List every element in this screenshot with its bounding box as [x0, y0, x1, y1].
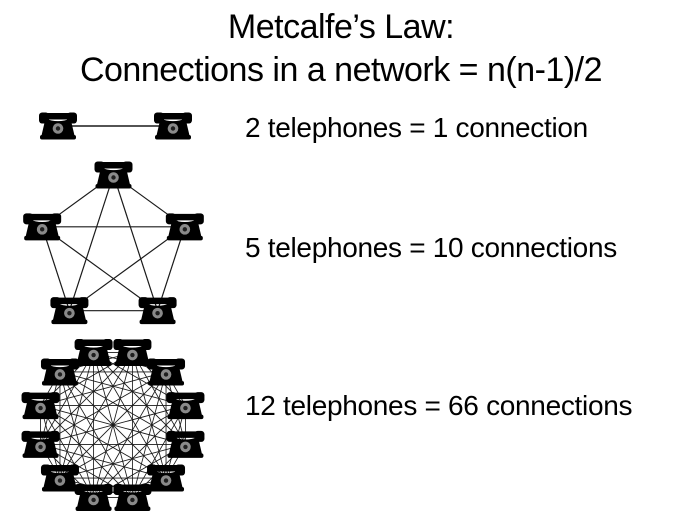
telephone-icon: [40, 464, 79, 492]
telephone-icon: [21, 392, 60, 420]
slide-title-line1: Metcalfe’s Law:: [227, 8, 455, 46]
telephone-icon: [74, 339, 113, 367]
network-diagram-2-telephones: [39, 112, 192, 140]
telephone-icon: [154, 112, 192, 140]
telephone-icon: [23, 213, 62, 241]
telephone-icon: [138, 297, 177, 325]
slide-title-line2: Connections in a network = n(n-1)/2: [79, 51, 603, 89]
slide-title: Metcalfe’s Law: Connections in a network…: [0, 6, 682, 92]
network-diagram-5-telephones: [23, 161, 204, 325]
telephone-icon: [147, 464, 186, 492]
network-diagram-12-telephones: [21, 339, 205, 511]
telephone-icon: [165, 213, 204, 241]
telephone-icon: [50, 297, 89, 325]
row-label-12-telephones: 12 telephones = 66 connections: [245, 390, 633, 421]
telephone-icon: [147, 358, 186, 386]
telephone-icon: [166, 392, 205, 420]
row-label-2-telephones: 2 telephones = 1 connection: [245, 112, 588, 143]
telephone-icon: [39, 112, 77, 140]
telephone-icon: [21, 430, 60, 458]
row-label-5-telephones: 5 telephones = 10 connections: [245, 232, 617, 263]
telephone-icon: [40, 358, 79, 386]
telephone-icon: [94, 161, 133, 189]
telephone-icon: [113, 339, 152, 367]
telephone-icon: [74, 483, 113, 511]
telephone-icon: [113, 483, 152, 511]
connection-lines: [41, 174, 186, 312]
telephone-icon: [166, 430, 205, 458]
